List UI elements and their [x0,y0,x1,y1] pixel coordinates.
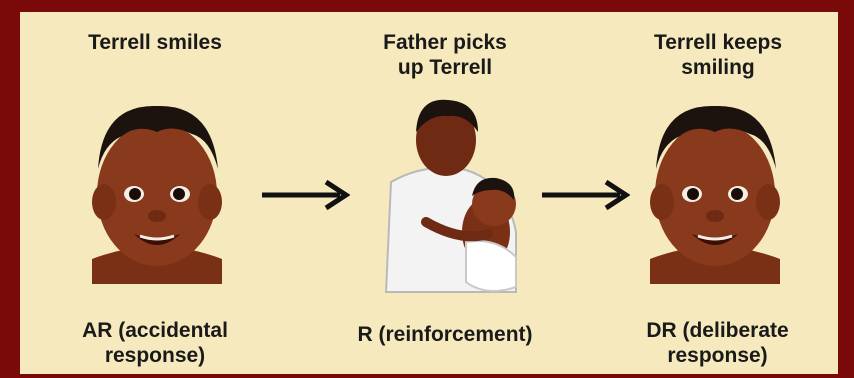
stage3-top-line1: Terrell keeps [653,31,783,54]
right-arrow-icon [542,179,630,211]
stage1-bottom-line1: AR (accidental [82,319,228,342]
baby-face-icon [650,105,780,284]
stage3-bottom-caption: DR (deliberate response) [615,318,820,368]
stage2-top-line1: Father picks [383,31,507,54]
stage1-bottom-line2: response) [104,344,206,367]
diagram-panel: Terrell smiles AR (accidental response) … [20,12,838,374]
right-arrow-icon [262,179,350,211]
stage2-bottom-caption: R (reinforcement) [330,322,560,347]
stage2-top-line2: up Terrell [397,56,493,79]
stage1-top-caption: Terrell smiles [60,30,250,55]
stage3-bottom-line2: response) [667,344,768,367]
stage2-bottom-text: R (reinforcement) [357,323,533,346]
stage3-top-caption: Terrell keeps smiling [618,30,818,80]
stage3-bottom-line1: DR (deliberate [646,319,789,342]
stage1-bottom-caption: AR (accidental response) [50,318,260,368]
stage2-top-caption: Father picks up Terrell [350,30,540,80]
stage3-top-line2: smiling [681,56,755,79]
stage1-top-text: Terrell smiles [88,31,222,54]
father-holding-baby-icon [384,99,517,293]
baby-face-icon [92,105,222,284]
